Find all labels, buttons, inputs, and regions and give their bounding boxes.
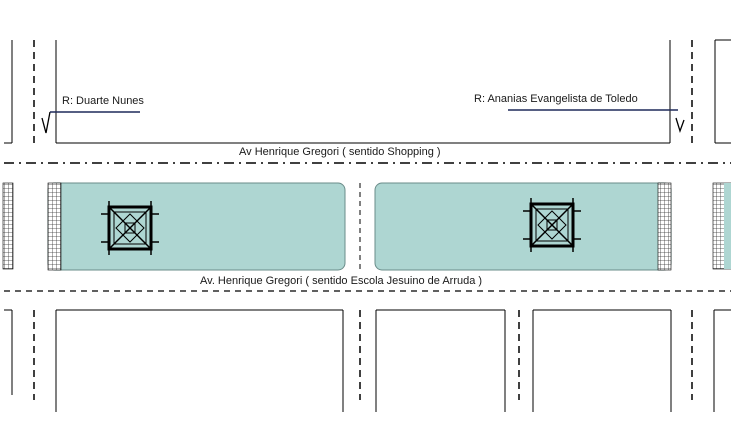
block-bottom-right-edge bbox=[713, 309, 731, 412]
street-label-henrique-escola: Av. Henrique Gregori ( sentido Escola Je… bbox=[200, 275, 482, 287]
median-right bbox=[374, 182, 672, 271]
square-bench-icon bbox=[101, 201, 159, 255]
street-label-ananias: R: Ananias Evangelista de Toledo bbox=[474, 93, 638, 105]
square-bench-icon bbox=[523, 198, 581, 252]
block-top-center bbox=[55, 40, 671, 144]
block-bottom-2 bbox=[375, 309, 506, 412]
block-bottom-3 bbox=[532, 309, 672, 412]
block-bottom-1 bbox=[55, 309, 344, 412]
direction-arrow-icon bbox=[41, 111, 51, 134]
direction-arrow-icon bbox=[675, 117, 685, 134]
street-label-duarte-nunes: R: Duarte Nunes bbox=[62, 95, 144, 107]
median-fill-far-right bbox=[724, 183, 731, 269]
block-bottom-left-edge bbox=[4, 309, 13, 395]
street-label-henrique-shopping: Av Henrique Gregori ( sentido Shopping ) bbox=[239, 146, 441, 158]
median-hatch-far-left bbox=[2, 182, 14, 270]
block-top-right-edge bbox=[714, 39, 731, 144]
block-top-left-edge bbox=[4, 40, 13, 144]
median-left bbox=[47, 182, 346, 271]
